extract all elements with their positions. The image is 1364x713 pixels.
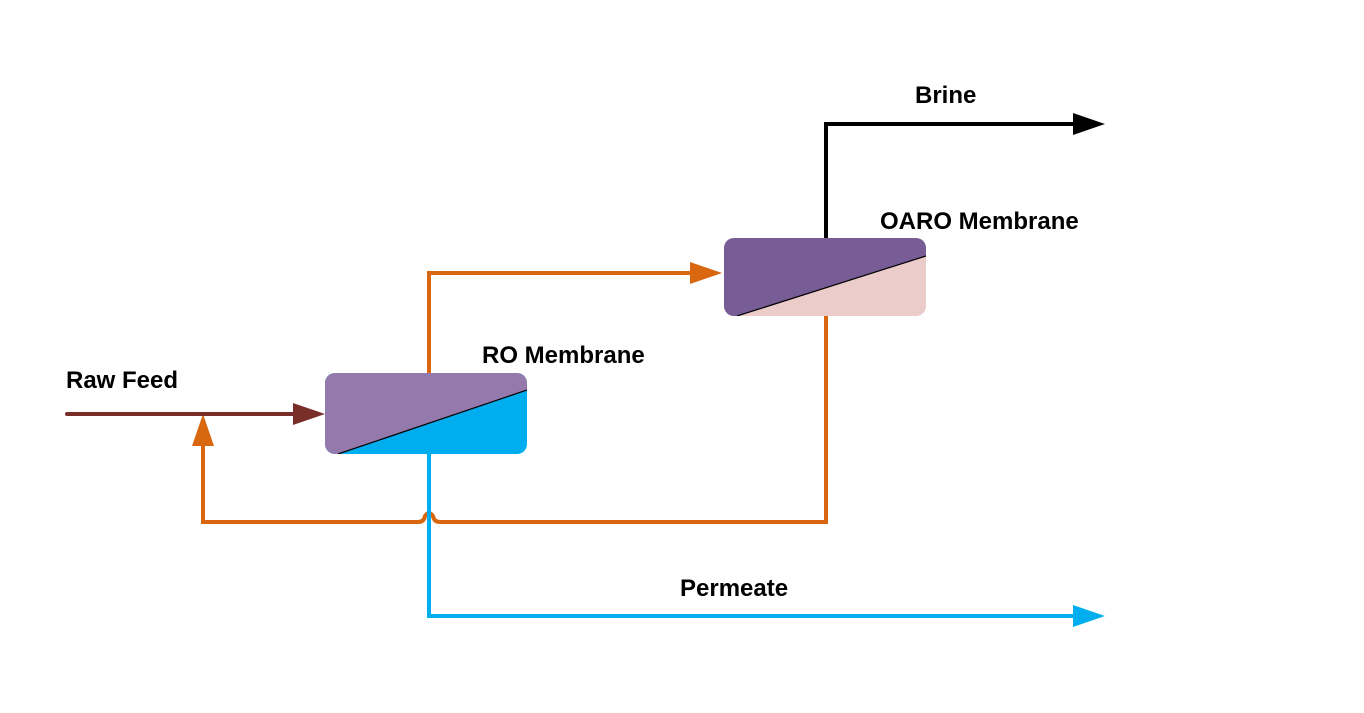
permeate-label: Permeate	[680, 575, 789, 602]
oaro-membrane-unit	[724, 238, 926, 316]
ro-feed-side	[325, 373, 527, 454]
raw-feed-arrowhead	[293, 403, 325, 425]
oaro-membrane-label: OARO Membrane	[880, 208, 1079, 235]
ro-concentrate-line	[427, 271, 692, 373]
permeate-line	[427, 454, 1074, 618]
brine-line	[824, 122, 1074, 238]
ro-concentrate-arrowhead	[690, 262, 722, 284]
brine-label: Brine	[915, 82, 977, 109]
oaro-feed-side	[724, 238, 926, 316]
ro-membrane-unit	[325, 373, 527, 454]
oaro-membrane-divider	[736, 255, 926, 316]
recycle-arrowhead	[192, 414, 214, 446]
raw-feed-label: Raw Feed	[66, 367, 179, 394]
ro-membrane-label: RO Membrane	[482, 342, 645, 369]
ro-membrane-divider	[337, 389, 527, 454]
brine-arrowhead	[1073, 113, 1105, 135]
permeate-arrowhead	[1073, 605, 1105, 627]
